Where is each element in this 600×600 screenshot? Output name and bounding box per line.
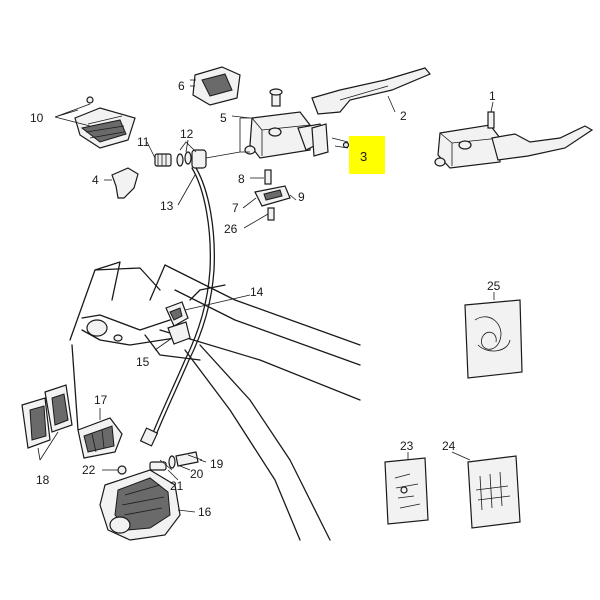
part-labels: 1 2 3 4 5 6 7 8 9 10 11 12 13 14 15 16 1… [30, 79, 501, 519]
label-24: 24 [442, 439, 456, 453]
part-24-bag [467, 455, 521, 529]
label-22: 22 [82, 463, 96, 477]
label-15: 15 [136, 355, 150, 369]
label-16: 16 [198, 505, 212, 519]
label-17: 17 [94, 393, 108, 407]
part-23-bag [384, 457, 429, 525]
part-15-clip [154, 321, 191, 351]
label-14: 14 [250, 285, 264, 299]
part-16-caliper [99, 469, 181, 541]
label-8: 8 [238, 172, 245, 186]
label-26: 26 [224, 222, 238, 236]
label-6: 6 [178, 79, 185, 93]
label-18: 18 [36, 473, 50, 487]
part-1-assembly [434, 111, 594, 169]
label-19: 19 [210, 457, 224, 471]
part-3-highlight [349, 136, 385, 174]
label-2: 2 [400, 109, 407, 123]
label-7: 7 [232, 201, 239, 215]
part-8-screw [264, 169, 272, 185]
part-11-banjo-bolt [154, 153, 172, 167]
part-19-fitting [175, 451, 199, 467]
part-12-washers [176, 141, 241, 169]
label-5: 5 [220, 111, 227, 125]
part-10-grip [54, 96, 136, 149]
part-2-lever [311, 67, 431, 115]
part-18-brake-pads [21, 384, 73, 461]
part-25-bag [464, 299, 523, 379]
part-20-washer [168, 455, 176, 469]
label-11: 11 [137, 135, 150, 149]
label-4: 4 [92, 173, 99, 187]
leader-lines [99, 79, 495, 513]
label-21: 21 [170, 479, 184, 493]
part-3-pivot-bolt [311, 123, 385, 174]
label-23: 23 [400, 439, 414, 453]
part-4-cap [104, 167, 139, 199]
label-20: 20 [190, 467, 204, 481]
frame-tubes [69, 261, 361, 541]
label-1: 1 [489, 89, 496, 103]
part-26-screw [267, 207, 275, 221]
part-21-bolt [149, 461, 167, 471]
part-6-bracket [190, 66, 241, 106]
brake-hose [139, 167, 215, 447]
label-13: 13 [160, 199, 174, 213]
part-14-clip [165, 294, 251, 327]
part-22-washer [117, 465, 127, 475]
label-9: 9 [298, 190, 305, 204]
label-10: 10 [30, 111, 44, 125]
part-9-leader [289, 194, 297, 201]
label-25: 25 [487, 279, 501, 293]
label-12: 12 [180, 127, 194, 141]
part-17-spring [77, 417, 123, 459]
part-7-clamp [254, 185, 291, 207]
label-3: 3 [360, 149, 367, 164]
